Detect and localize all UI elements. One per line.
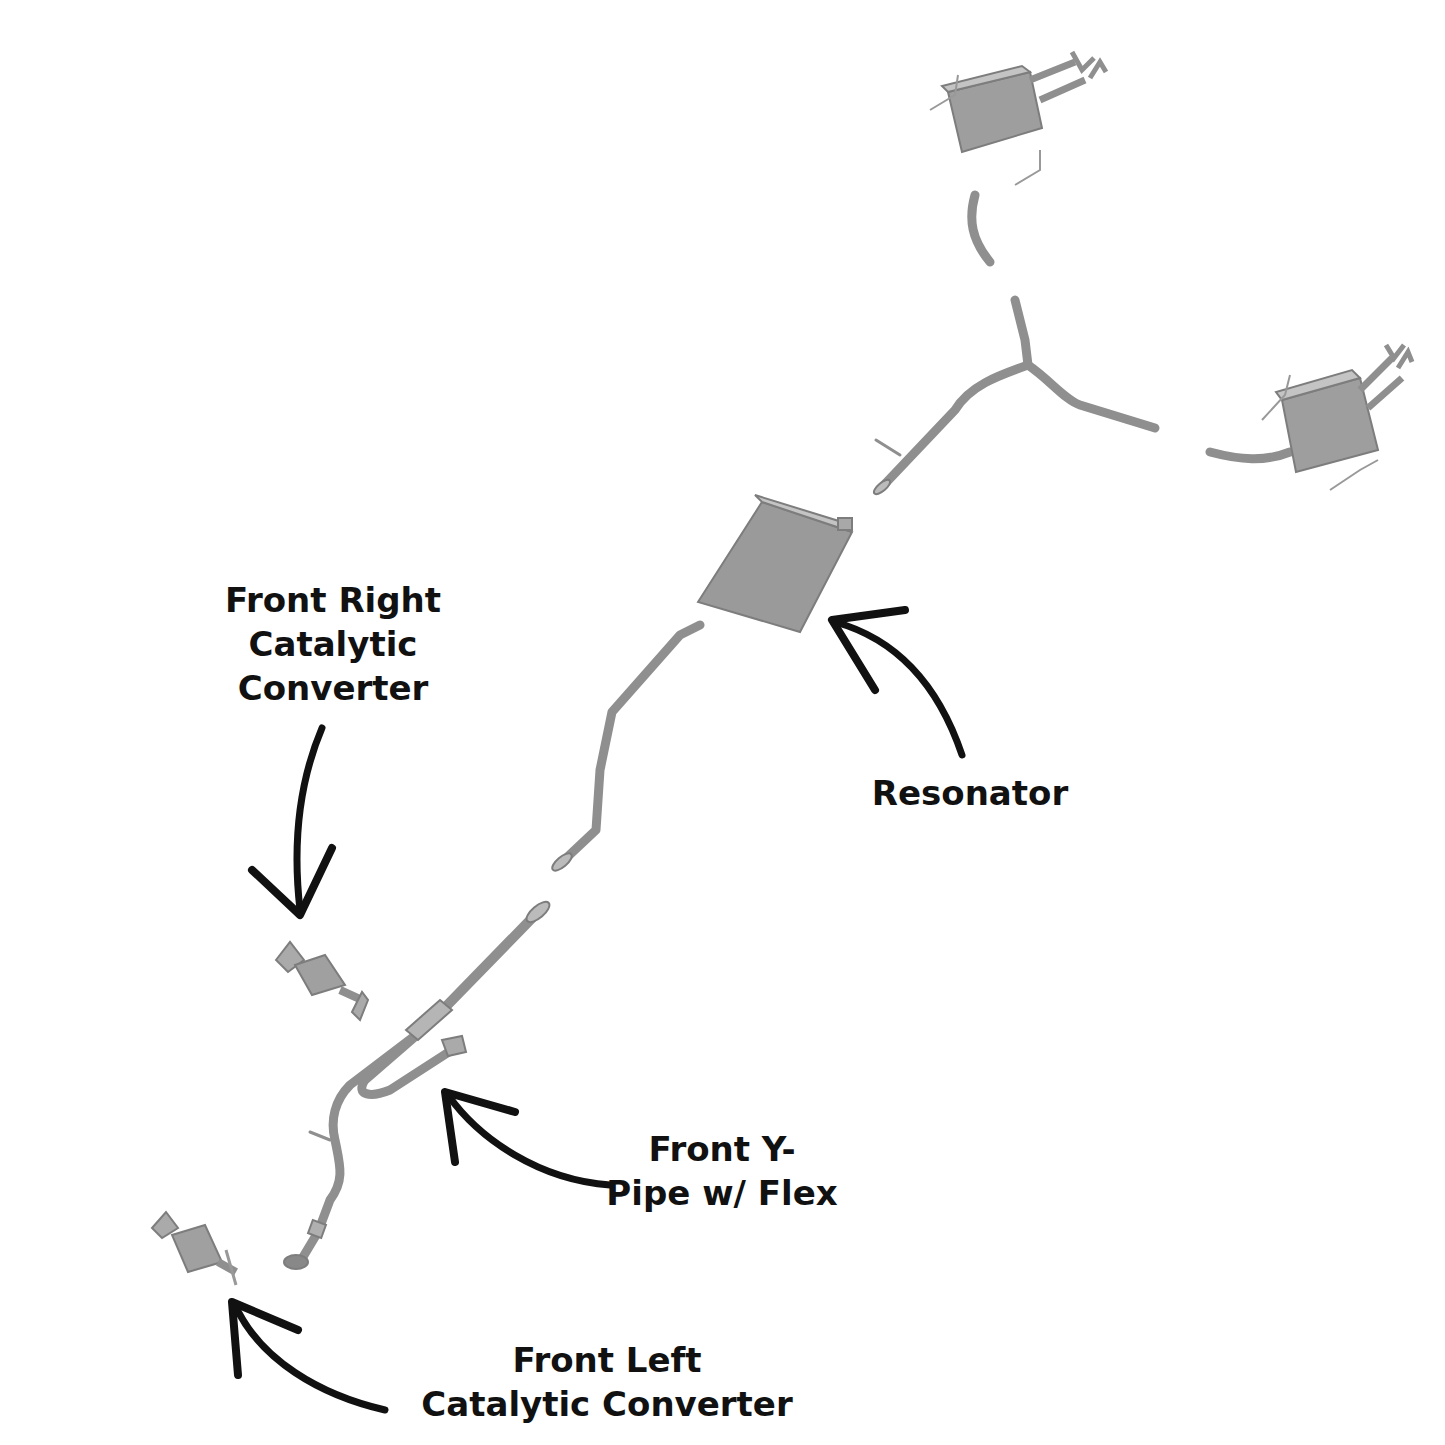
- part-label: Front Y-Pipe w/ Flex: [592, 1127, 852, 1215]
- y-pipe-branch: [300, 1028, 425, 1262]
- exhaust-tip: [1386, 345, 1412, 368]
- leader-arrow: [448, 1095, 610, 1185]
- sensor-bung: [308, 1220, 326, 1238]
- part-label: Resonator: [840, 771, 1100, 815]
- y-pipe: [882, 365, 1028, 487]
- arrow-head: [252, 848, 332, 915]
- catalytic-converter: [172, 1225, 222, 1272]
- resonator-outlet: [838, 518, 852, 530]
- arrow-head: [232, 1302, 298, 1375]
- cat-flange: [226, 1250, 236, 1285]
- arrow-head: [445, 1092, 515, 1162]
- flange: [284, 1255, 308, 1269]
- catalytic-converter: [295, 955, 345, 995]
- flange: [872, 478, 892, 497]
- part-label: Front Left Catalytic Converter: [382, 1338, 832, 1426]
- flange: [523, 898, 552, 925]
- tail-pipe: [972, 195, 990, 262]
- resonator-body: [755, 495, 852, 532]
- hanger: [310, 1132, 330, 1140]
- hanger: [930, 75, 1040, 185]
- part-label: Front Right Catalytic Converter: [203, 578, 463, 710]
- exhaust-tip: [1030, 62, 1085, 100]
- arrow-head: [832, 610, 905, 690]
- exhaust-tip: [1072, 52, 1106, 78]
- flange: [442, 1036, 466, 1056]
- muffler: [1276, 370, 1360, 400]
- exhaust-tip: [1360, 358, 1402, 408]
- y-pipe-branch: [362, 1028, 455, 1094]
- leader-arrow: [235, 1305, 385, 1410]
- y-pipe: [1028, 365, 1155, 428]
- flex-section: [406, 1000, 452, 1040]
- flange: [550, 850, 575, 873]
- cat-flange: [352, 992, 368, 1020]
- hanger: [876, 440, 900, 455]
- mid-pipe: [562, 625, 700, 862]
- hanger: [1262, 375, 1378, 490]
- y-pipe: [1015, 300, 1028, 365]
- leader-arrow: [835, 622, 962, 755]
- tail-pipe: [1210, 452, 1290, 459]
